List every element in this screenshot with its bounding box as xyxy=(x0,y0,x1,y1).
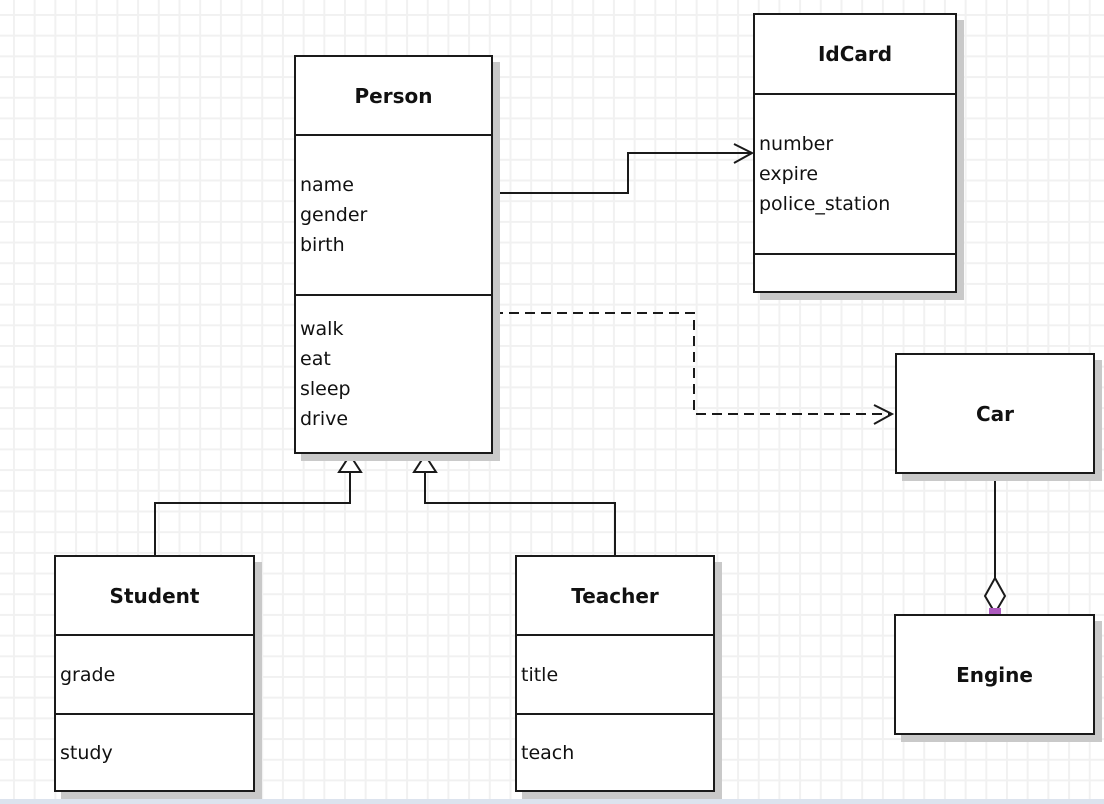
dependency-person-car[interactable] xyxy=(493,312,895,425)
generalization-student-person[interactable] xyxy=(154,453,363,556)
method: eat xyxy=(300,348,331,370)
method: walk xyxy=(300,318,344,340)
hollow-triangle-arrowhead-icon xyxy=(412,453,438,473)
class-title: Person xyxy=(354,83,433,108)
methods-compartment xyxy=(755,253,955,291)
attribute: gender xyxy=(300,204,368,226)
generalization-teacher-person[interactable] xyxy=(412,453,616,556)
class-node-engine[interactable]: Engine xyxy=(894,614,1095,735)
class-title: Teacher xyxy=(571,583,659,608)
attributes-compartment: title xyxy=(517,634,713,713)
hollow-triangle-arrowhead-icon xyxy=(337,453,363,473)
association-person-idcard[interactable] xyxy=(493,143,755,194)
attribute: name xyxy=(300,174,354,196)
open-arrowhead-icon xyxy=(873,404,895,425)
class-title: Student xyxy=(109,583,200,608)
attribute: title xyxy=(521,663,559,686)
attributes-compartment: number expire police_station xyxy=(755,93,955,253)
class-node-teacher[interactable]: Teacher title teach xyxy=(515,555,715,792)
attribute: number xyxy=(759,133,834,155)
attributes-compartment: grade xyxy=(56,634,253,713)
class-node-person[interactable]: Person name gender birth walk eat sleep … xyxy=(294,55,493,454)
method: drive xyxy=(300,408,349,430)
attributes-compartment: name gender birth xyxy=(296,134,491,294)
class-node-idcard[interactable]: IdCard number expire police_station xyxy=(753,13,957,293)
open-arrowhead-icon xyxy=(733,143,755,164)
methods-compartment: walk eat sleep drive xyxy=(296,294,491,452)
methods-compartment: teach xyxy=(517,713,713,790)
methods-compartment: study xyxy=(56,713,253,790)
hollow-diamond-icon xyxy=(983,575,1007,615)
aggregation-car-engine[interactable] xyxy=(983,468,1007,620)
class-title: IdCard xyxy=(817,42,893,66)
class-title: Engine xyxy=(956,662,1033,687)
attribute: birth xyxy=(300,234,345,256)
canvas-bottom-edge xyxy=(0,799,1104,804)
class-title: Car xyxy=(975,401,1015,426)
method: teach xyxy=(521,741,575,764)
attribute: expire xyxy=(759,163,819,185)
class-node-car[interactable]: Car xyxy=(895,353,1095,474)
method: sleep xyxy=(300,378,351,400)
class-node-student[interactable]: Student grade study xyxy=(54,555,255,792)
attribute: grade xyxy=(60,663,116,686)
attribute: police_station xyxy=(759,193,891,215)
method: study xyxy=(60,741,113,764)
